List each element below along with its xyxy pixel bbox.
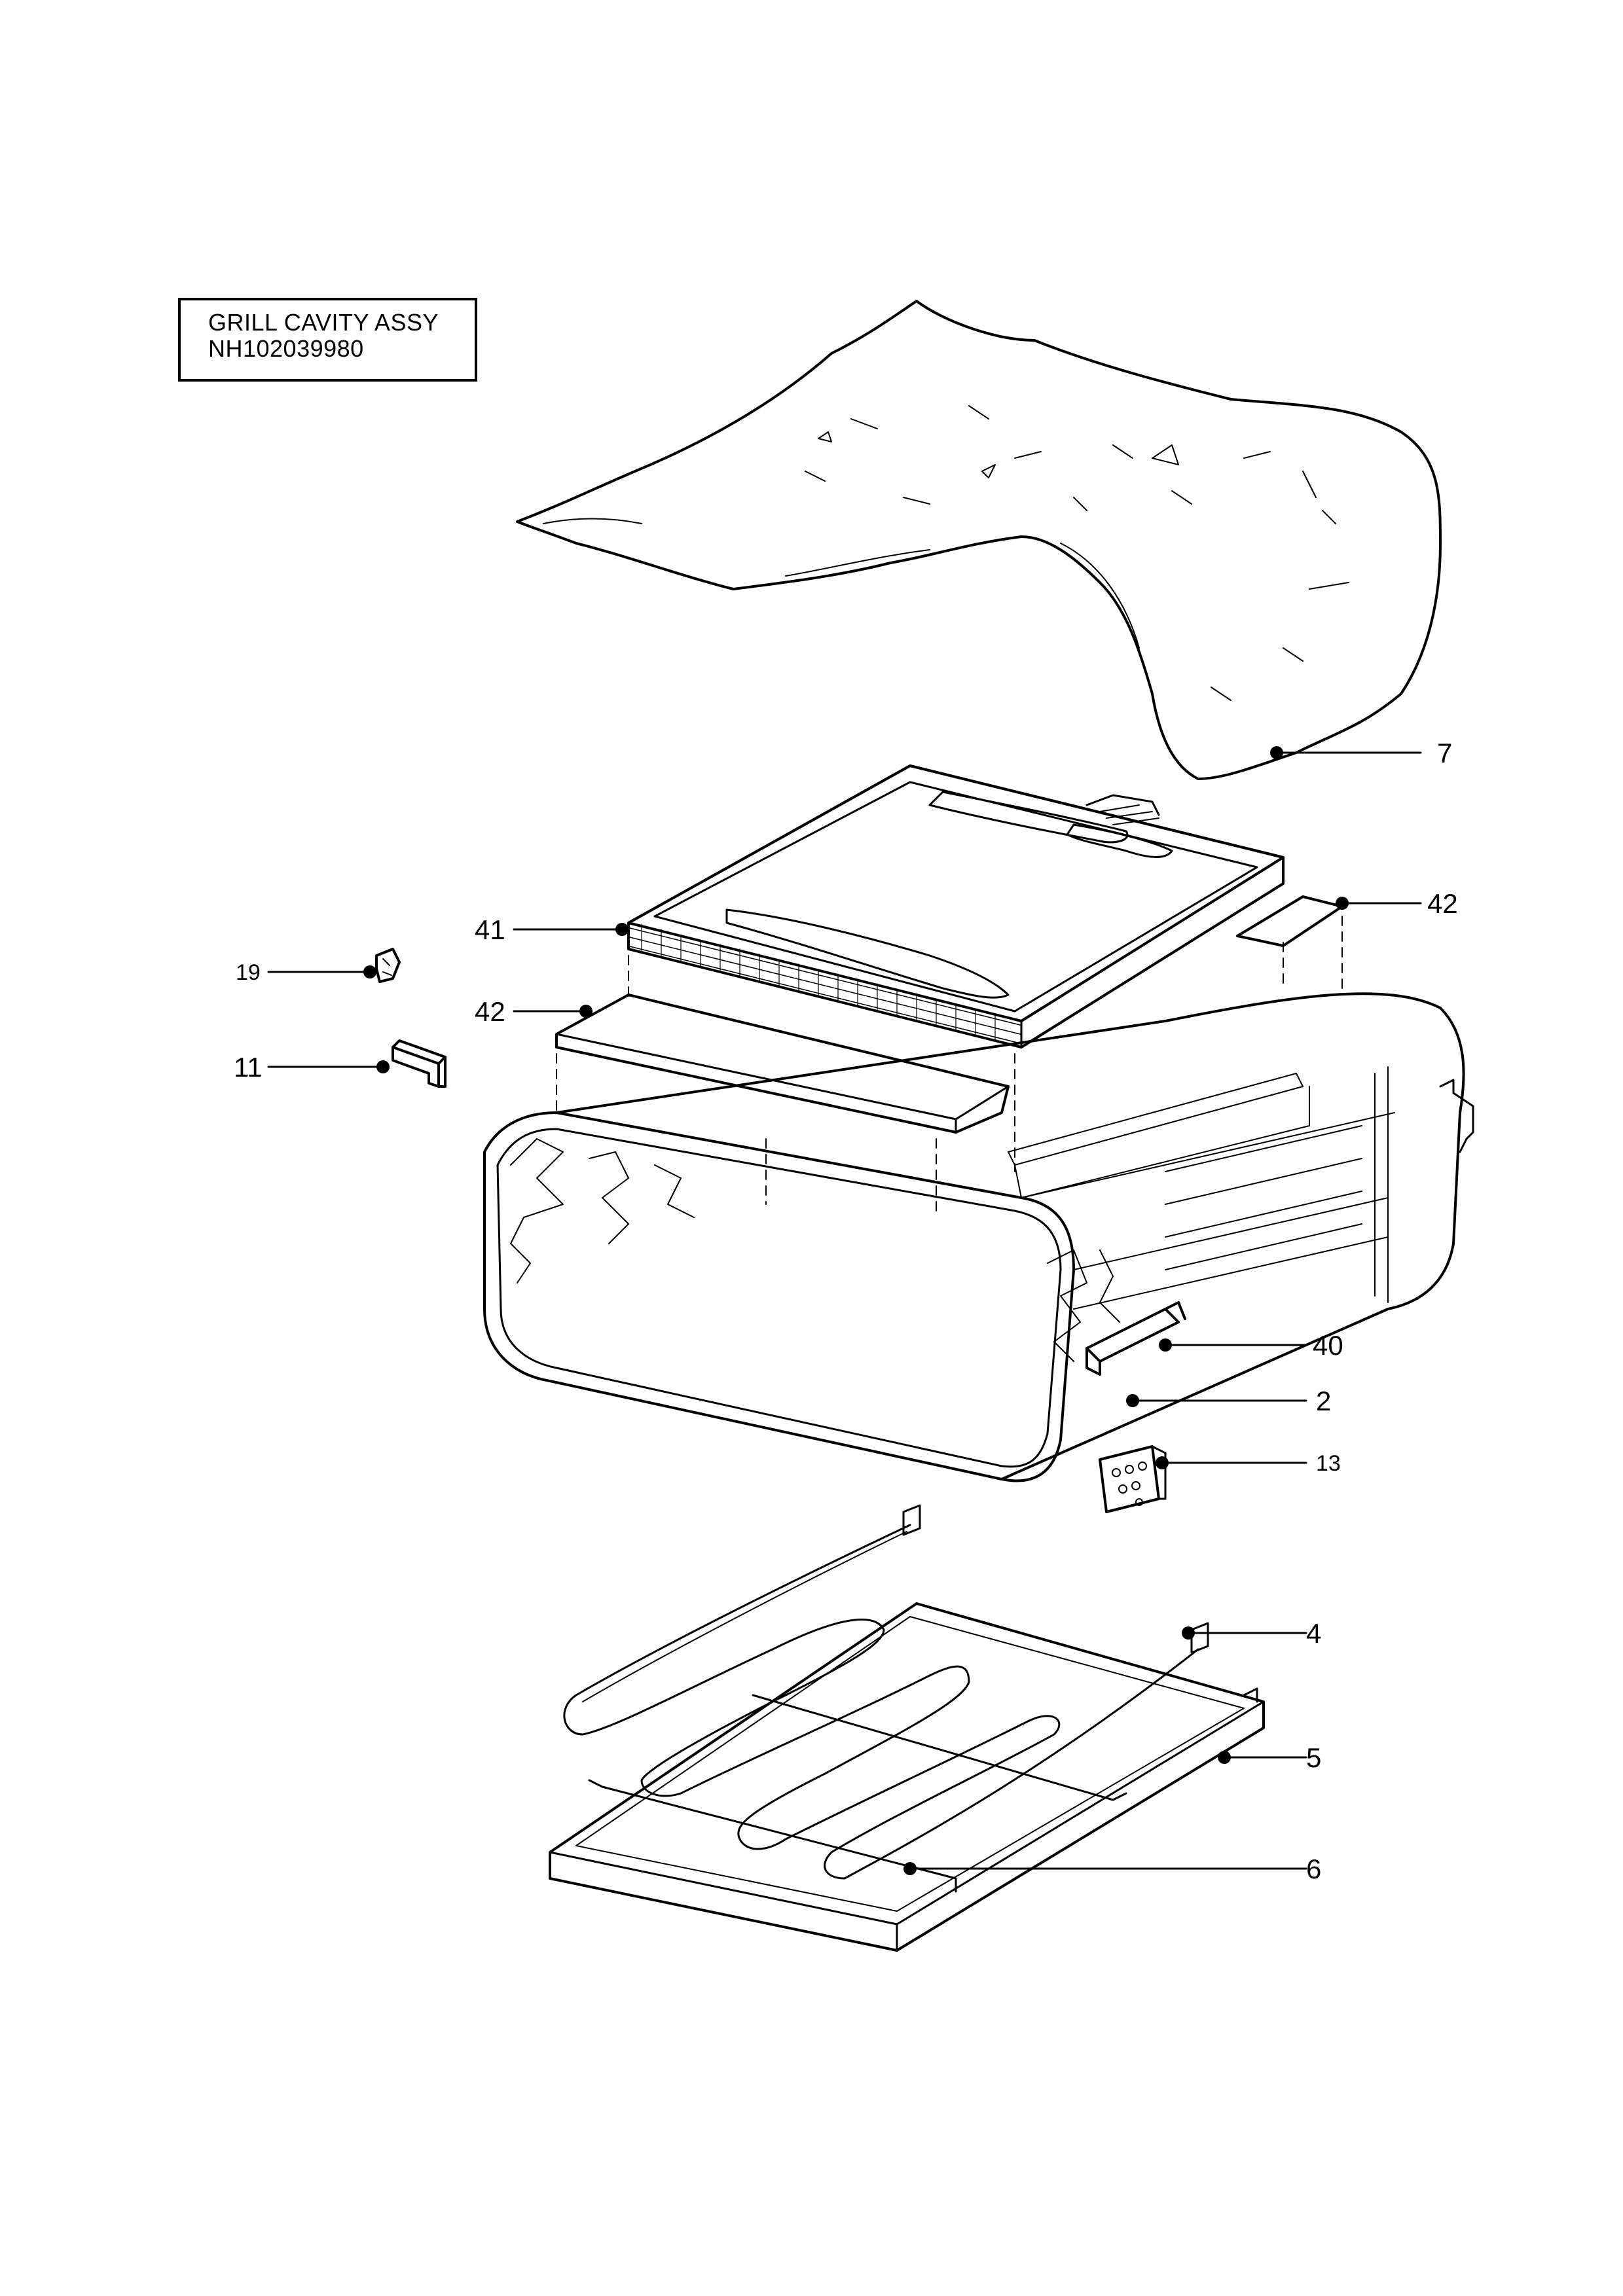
heating-element: [563, 1504, 1209, 1880]
clip: [375, 948, 401, 983]
callout-6: 6: [1306, 1854, 1321, 1884]
leader-dots: [363, 746, 1349, 1875]
alignment-lines: [556, 916, 1343, 1211]
grill-pan: [549, 1602, 1265, 1952]
side-bracket: [1085, 1301, 1186, 1376]
callout-5: 5: [1306, 1742, 1321, 1773]
callout-11: 11: [234, 1052, 263, 1083]
callout-13: 13: [1316, 1451, 1341, 1476]
insulation-strip-right: [1236, 895, 1343, 947]
terminal-plate: [1099, 1445, 1167, 1513]
callout-2: 2: [1316, 1386, 1331, 1416]
insulation-blanket: [516, 300, 1442, 780]
leader-lines: [267, 751, 1422, 1870]
callout-42a: 42: [1427, 888, 1458, 919]
title-block: GRILL CAVITY ASSY NH102039980: [178, 298, 477, 382]
cavity-top-panel: [627, 764, 1285, 1049]
callout-42b: 42: [475, 996, 505, 1027]
callout-41: 41: [475, 914, 505, 945]
grill-cavity: [483, 992, 1474, 1482]
callout-7: 7: [1437, 738, 1452, 768]
assembly-title: GRILL CAVITY ASSY: [208, 309, 439, 336]
insulation-strip-left: [555, 994, 1010, 1134]
callout-19: 19: [236, 960, 261, 985]
assembly-part-number: NH102039980: [208, 335, 364, 362]
callout-4: 4: [1306, 1618, 1321, 1649]
pan-rail: [588, 1694, 1127, 1893]
bracket: [392, 1039, 447, 1088]
callout-40: 40: [1313, 1330, 1343, 1361]
